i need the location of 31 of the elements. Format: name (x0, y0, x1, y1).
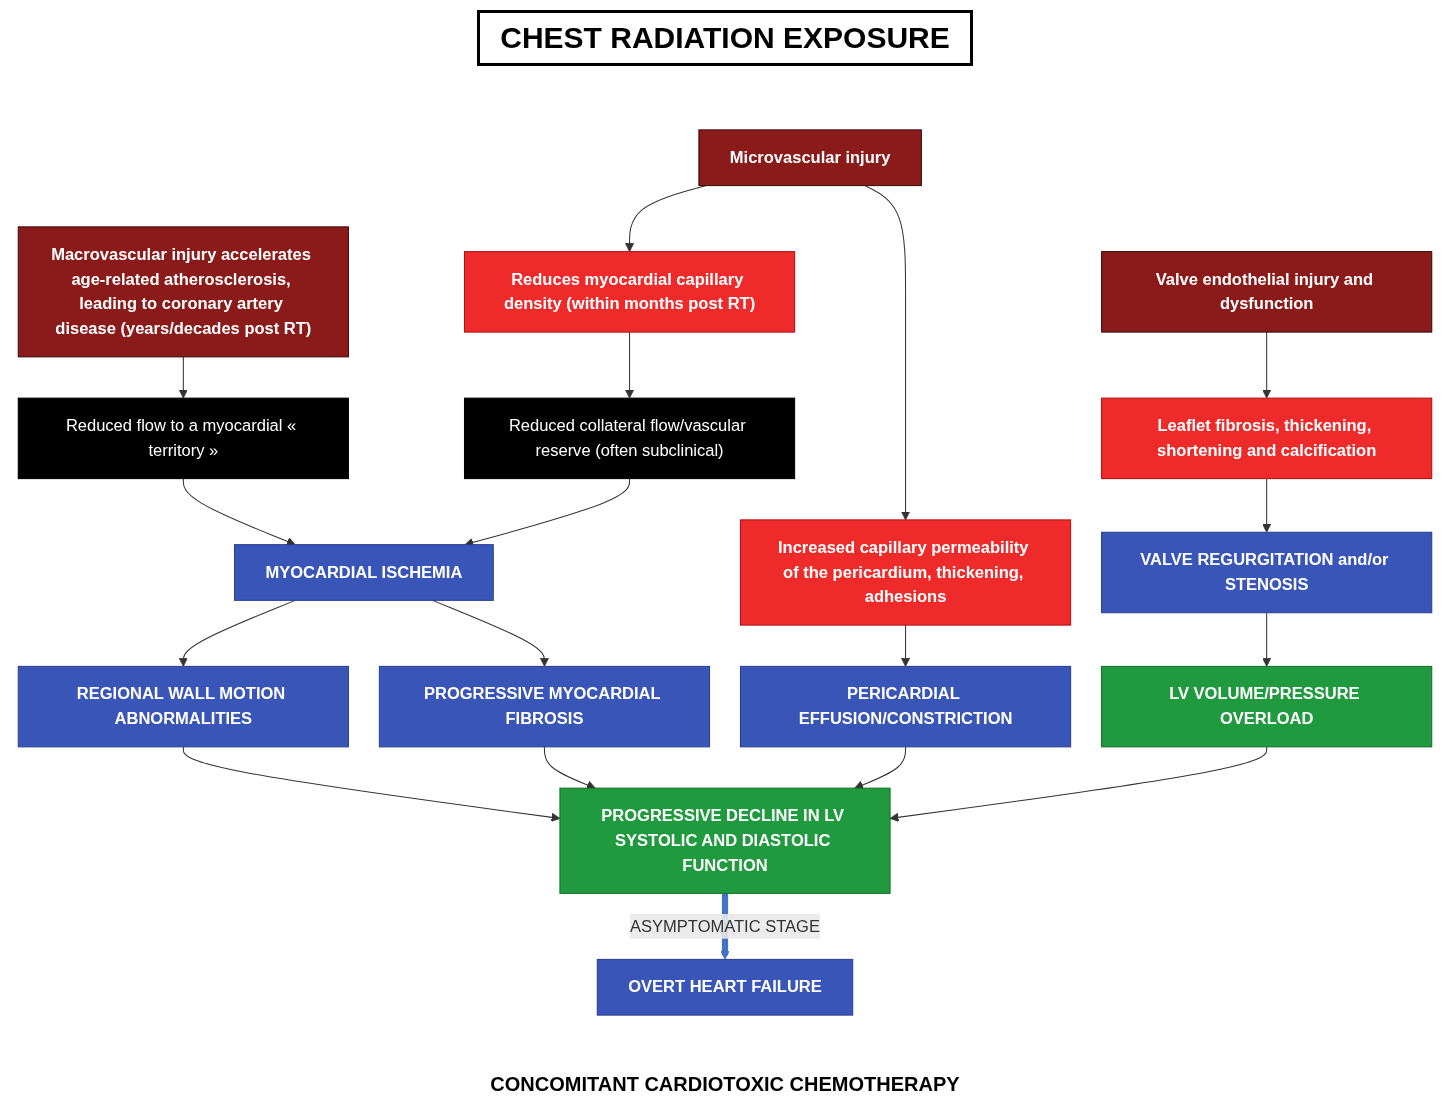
node-box: Macrovascular injury accelerates age-related atherosclerosis, leading to coronary artery disease (years/decades post RT) (17, 226, 349, 358)
edge-label: ASYMPTOMATIC STAGE (630, 917, 820, 935)
arrow (901, 624, 911, 667)
arrow (625, 331, 635, 399)
arrow (854, 746, 907, 790)
node-box: Reduced flow to a myocardial « territory » (17, 397, 349, 480)
arrow (864, 185, 911, 521)
arrow (178, 599, 296, 667)
arrow (543, 746, 596, 790)
node-box: MYOCARDIAL ISCHEMIA (233, 544, 494, 601)
node-box: PROGRESSIVE MYOCARDIAL FIBROSIS (378, 665, 711, 748)
node-box: LV VOLUME/PRESSURE OVERLOAD (1101, 665, 1433, 748)
title-box: CHEST RADIATION EXPOSURE (477, 10, 973, 66)
node-box: Reduced collateral flow/vascular reserve (often subclinical) (463, 397, 796, 480)
arrow (1262, 478, 1272, 533)
node-box: Microvascular injury (698, 129, 922, 187)
node-box: REGIONAL WALL MOTION ABNORMALITIES (17, 665, 349, 748)
node-box: OVERT HEART FAILURE (596, 958, 854, 1016)
note-text: CONCOMITANT CARDIOTOXIC CHEMOTHERAPY (490, 1073, 960, 1096)
arrow (178, 356, 188, 399)
node-box: PROGRESSIVE DECLINE IN LV SYSTOLIC AND DIASTOLIC FUNCTION (559, 787, 891, 894)
arrow (1262, 612, 1272, 667)
node-box: Leaflet fibrosis, thickening, shortening and calcification (1101, 397, 1433, 480)
node-box: PERICARDIAL EFFUSION/CONSTRICTION (739, 665, 1072, 748)
arrow (432, 599, 549, 667)
node-box: Valve endothelial injury and dysfunction (1101, 251, 1433, 333)
arrow (1262, 331, 1272, 399)
node-box: Increased capillary permeability of the pericardium, thickening, adhesions (739, 519, 1072, 626)
node-box: Reduces myocardial capillary density (within months post RT) (463, 251, 796, 333)
arrow (182, 478, 296, 546)
node-box: VALVE REGURGITATION and/or STENOSIS (1101, 531, 1433, 614)
